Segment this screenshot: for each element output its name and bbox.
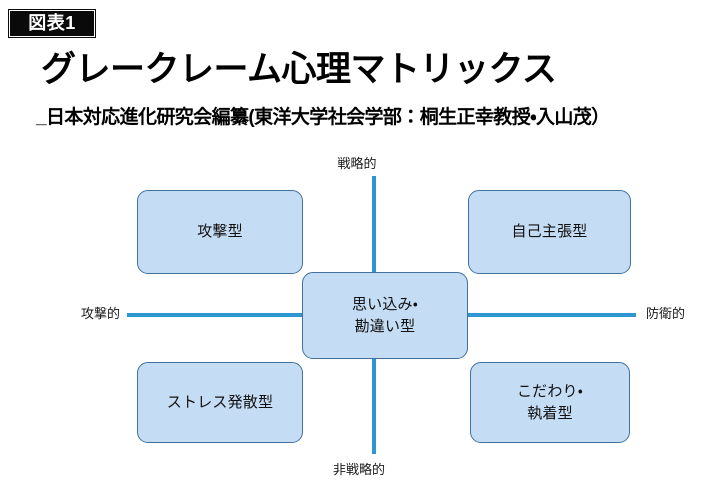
quadrant-label-top-right: 自己主張型 bbox=[511, 223, 588, 240]
quadrant-box-top-left: 攻撃型 bbox=[137, 190, 303, 274]
quadrant-label-bottom-right-line2: 執着型 bbox=[527, 404, 573, 422]
figure-number-badge: 図表1 bbox=[8, 9, 96, 38]
quadrant-box-bottom-right: こだわり・ 執着型 bbox=[470, 362, 630, 443]
figure-number-label: 図表1 bbox=[9, 10, 95, 37]
quadrant-label-center: 思い込み・ 勘違い型 bbox=[352, 294, 418, 338]
page-title: グレークレーム心理マトリックス bbox=[41, 50, 557, 89]
axis-line-horizontal-left bbox=[127, 313, 302, 317]
axis-label-top: 戦略的 bbox=[337, 156, 377, 171]
quadrant-label-bottom-right: こだわり・ 執着型 bbox=[517, 381, 583, 425]
axis-line-vertical-bottom bbox=[372, 358, 376, 454]
axis-label-bottom: 非戦略的 bbox=[332, 462, 386, 477]
quadrant-label-center-line2: 勘違い型 bbox=[354, 317, 416, 335]
axis-label-right: 防衛的 bbox=[646, 306, 686, 321]
axis-line-vertical-top bbox=[372, 176, 376, 272]
quadrant-box-center: 思い込み・ 勘違い型 bbox=[302, 272, 468, 359]
quadrant-label-center-line1: 思い込み・ bbox=[351, 295, 419, 313]
quadrant-label-bottom-left: ストレス発散型 bbox=[166, 393, 274, 411]
axis-label-left: 攻撃的 bbox=[81, 306, 121, 321]
quadrant-label-top-left: 攻撃型 bbox=[197, 223, 243, 240]
quadrant-label-bottom-right-line1: こだわり・ bbox=[516, 382, 584, 400]
page-subtitle: _日本対応進化研究会編纂(東洋大学社会学部：桐生正幸教授・入山茂） bbox=[36, 107, 610, 128]
axis-line-horizontal-right bbox=[468, 313, 636, 317]
quadrant-box-bottom-left: ストレス発散型 bbox=[137, 362, 303, 443]
quadrant-box-top-right: 自己主張型 bbox=[468, 190, 631, 274]
